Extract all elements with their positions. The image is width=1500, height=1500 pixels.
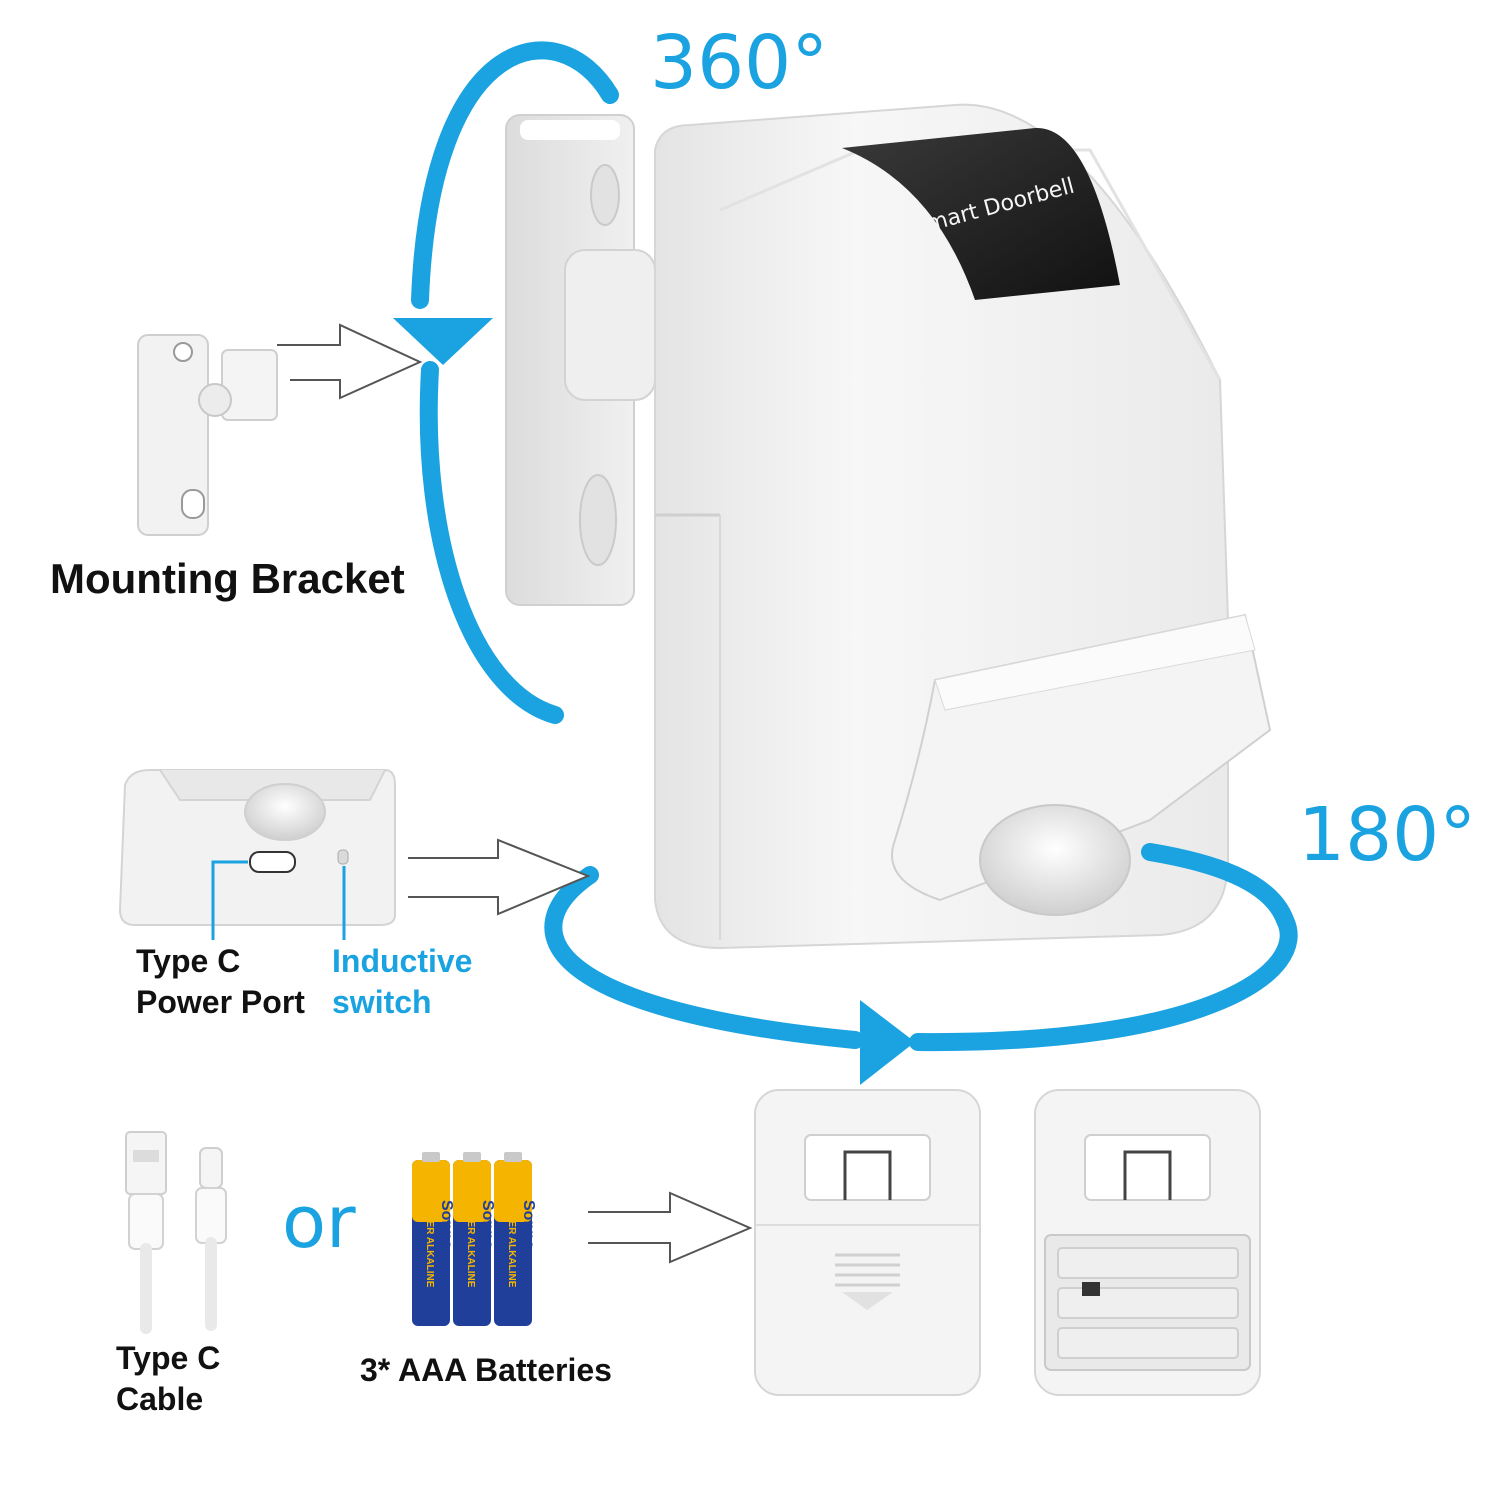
- type-c-port-label-line1: Type C: [136, 943, 241, 979]
- mounting-bracket-small-image: [137, 334, 278, 536]
- type-c-cable-image: [125, 1131, 227, 1334]
- type-c-cable-label-line2: Cable: [116, 1381, 204, 1417]
- outline-right-arrow-icon: [277, 323, 423, 400]
- aaa-batteries-image: Sonna Sonna Sonna SUPER ALKALINE SUPER A…: [412, 1152, 537, 1326]
- inductive-switch: [337, 849, 349, 865]
- type-c-port-label-line2: Power Port: [136, 984, 305, 1020]
- outline-right-arrow-icon: [588, 1191, 753, 1264]
- rotation-180-label: 180°: [1298, 792, 1477, 878]
- inductive-switch-label-line2: switch: [332, 984, 432, 1020]
- type-c-port: [249, 851, 296, 873]
- battery-type-3: SUPER ALKALINE: [506, 1200, 517, 1288]
- or-label: or: [282, 1180, 356, 1264]
- inductive-switch-label-line1: Inductive: [332, 943, 473, 979]
- receiver-closed-image: [754, 1089, 981, 1396]
- pir-lens: [979, 804, 1131, 916]
- receiver-open-image: [1034, 1089, 1261, 1396]
- type-c-cable-label-line1: Type C: [116, 1340, 221, 1376]
- battery-brand-2: Sonna: [479, 1200, 496, 1249]
- mounting-bracket-label: Mounting Bracket: [50, 555, 405, 602]
- sensor-module-image: [118, 769, 396, 940]
- rotation-180-icon: [544, 843, 1298, 1085]
- device-screen: Smart Doorbell: [842, 127, 1120, 300]
- battery-type-2: SUPER ALKALINE: [465, 1200, 476, 1288]
- battery-brand-3: Sonna: [520, 1200, 537, 1249]
- rotation-360-icon: [393, 41, 619, 724]
- mounting-bracket-large-image: [505, 114, 656, 606]
- rotation-360-label: 360°: [650, 20, 829, 106]
- outline-right-arrow-icon: [408, 838, 591, 916]
- battery-brand-1: Sonna: [438, 1200, 455, 1249]
- batteries-label: 3* AAA Batteries: [360, 1352, 612, 1388]
- doorbell-sensor-device-image: Smart Doorbell: [654, 103, 1272, 950]
- battery-type-1: SUPER ALKALINE: [424, 1200, 435, 1288]
